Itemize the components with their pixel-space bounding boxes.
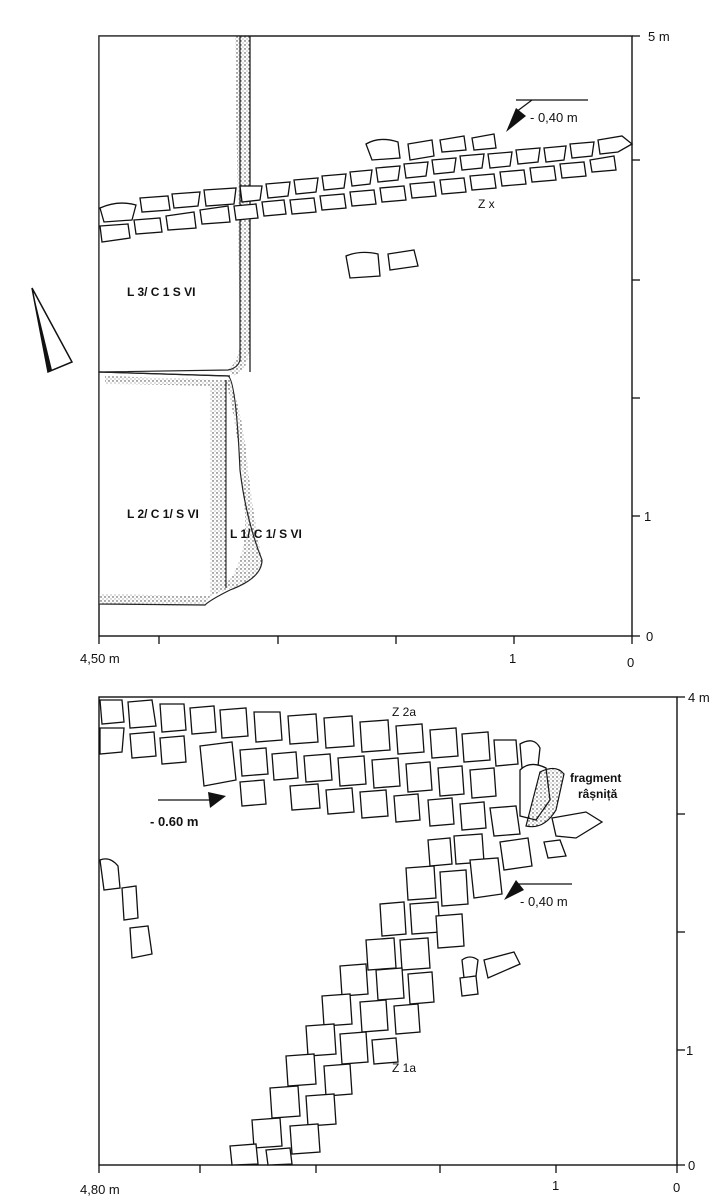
- top-axis-right-top: 5 m: [648, 29, 670, 44]
- bottom-axis-right-mid: 1: [686, 1043, 693, 1058]
- top-axis-bottom-left: 4,50 m: [80, 651, 120, 666]
- wall-z2a-stones: [99, 699, 541, 831]
- top-bottom-axis: [98, 636, 633, 644]
- top-level-label: - 0,40 m: [530, 110, 578, 125]
- bottom-axis-bottom-left: 4,80 m: [80, 1182, 120, 1197]
- bottom-axis-right-bottom: 0: [688, 1158, 695, 1173]
- wall-z2a-label: Z 2a: [392, 705, 416, 719]
- bottom-axis-bottom-mid: 1: [552, 1178, 559, 1193]
- bottom-axis-bottom-right: 0: [673, 1180, 680, 1195]
- bottom-right-axis: [677, 696, 685, 1166]
- grindstone-fragment: [525, 767, 565, 828]
- wall-zx-stones: [99, 133, 634, 279]
- top-axis-bottom-mid: 1: [509, 651, 516, 666]
- top-axis-right-mid: 1: [644, 509, 651, 524]
- unit-l1-label: L 1/ C 1/ S VI: [230, 527, 302, 541]
- wall-z1a-stones: [229, 805, 533, 1166]
- bottom-level-arrows: [158, 792, 572, 900]
- top-level-arrow: [506, 99, 588, 132]
- north-arrow-icon: [31, 287, 74, 374]
- wall-z1a-label: Z 1a: [392, 1061, 416, 1075]
- wall-zx-label: Z x: [478, 197, 495, 211]
- bottom-level-right-label: - 0,40 m: [520, 894, 568, 909]
- unit-l2-label: L 2/ C 1/ S VI: [127, 507, 199, 521]
- top-axis-right-bottom: 0: [646, 629, 653, 644]
- bottom-plan: Z 2a Z 1a - 0.60 m - 0,40 m fragment râș…: [80, 690, 710, 1197]
- bottom-bottom-axis: [98, 1165, 678, 1173]
- top-plan: - 0,40 m Z x L 3/ C 1 S VI L 2/ C 1/ S V…: [80, 29, 670, 670]
- bottom-axis-right-top: 4 m: [688, 690, 710, 705]
- bottom-level-left-label: - 0.60 m: [150, 814, 198, 829]
- unit-l3-label: L 3/ C 1 S VI: [127, 285, 195, 299]
- fragment-label: fragment: [570, 771, 621, 785]
- top-right-axis: [632, 35, 640, 637]
- rasnita-label: râșniță: [578, 787, 618, 801]
- bottom-plan-frame: [98, 696, 678, 1166]
- top-axis-bottom-right: 0: [627, 655, 634, 670]
